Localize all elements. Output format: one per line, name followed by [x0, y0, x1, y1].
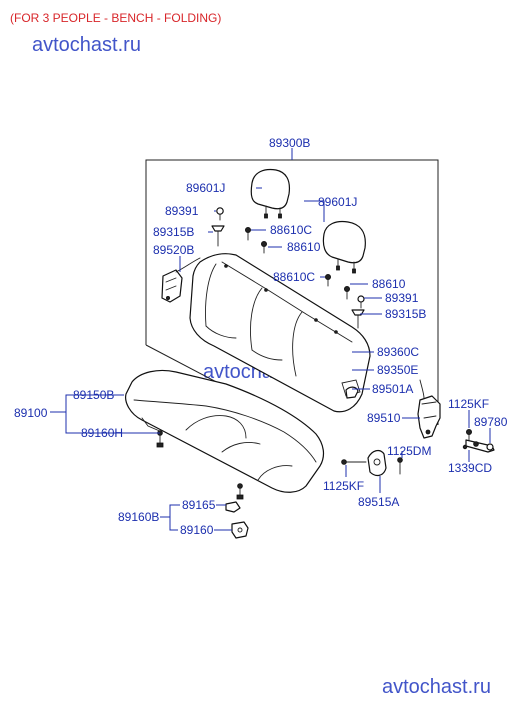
label-1125DM: 1125DM: [387, 444, 431, 458]
label-89391-left: 89391: [165, 204, 199, 218]
label-89315B-left: 89315B: [153, 225, 194, 239]
guide-89391-left: [216, 207, 224, 221]
label-89315B-right: 89315B: [385, 307, 426, 321]
seatback-bezel-89501A: [345, 386, 359, 399]
label-89391-right: 89391: [385, 291, 419, 305]
header-note: (FOR 3 PEOPLE - BENCH - FOLDING): [10, 11, 221, 25]
label-89520B: 89520B: [153, 243, 194, 257]
leader-89160-branch: [169, 517, 178, 531]
lock-89520B: [161, 257, 201, 303]
bolt-88610C-right: [324, 273, 331, 287]
label-89601J-right: 89601J: [318, 195, 357, 209]
label-89601J-left: 89601J: [186, 181, 225, 195]
hinge-89510: [417, 379, 441, 439]
bolt-88610-right: [343, 285, 350, 300]
seatback-frame-diagonal: [145, 344, 227, 388]
label-89100: 89100: [14, 406, 48, 420]
label-1125KF-right: 1125KF: [448, 397, 489, 411]
label-88610C-right: 88610C: [273, 270, 315, 284]
label-89350E: 89350E: [377, 363, 418, 377]
seat-cushion: [125, 369, 325, 500]
seatback-ring-89350E: [341, 379, 361, 397]
label-89501A: 89501A: [372, 382, 413, 396]
leader-89601J-right: [304, 200, 325, 222]
headrest-right: [322, 220, 366, 274]
label-88610C-left: 88610C: [270, 223, 312, 237]
leader-89160H: [65, 412, 160, 434]
label-89150B: 89150B: [73, 388, 114, 402]
bracket-89780: [462, 428, 495, 453]
label-88610-left: 88610: [287, 240, 321, 254]
lever-89515A: [341, 449, 403, 477]
clip-89165: [225, 501, 241, 513]
leader-89150B: [65, 394, 124, 412]
headrest-left: [250, 168, 291, 219]
label-89780: 89780: [474, 415, 508, 429]
label-89300B: 89300B: [269, 136, 310, 150]
label-89515A: 89515A: [358, 495, 399, 509]
label-89360C: 89360C: [377, 345, 419, 359]
guide-89315B-left: [211, 225, 225, 247]
bolt-88610-left: [260, 240, 267, 254]
seatback-cushion: [189, 253, 371, 413]
label-89165: 89165: [182, 498, 216, 512]
watermark-bottom: avtochast.ru: [382, 676, 491, 698]
leader-89165-branch: [169, 504, 180, 517]
watermark-top: avtochast.ru: [32, 34, 141, 56]
guide-89391-right: [357, 295, 365, 309]
label-1339CD: 1339CD: [448, 461, 492, 475]
label-1125KF-mid: 1125KF: [323, 479, 364, 493]
label-89510: 89510: [367, 411, 401, 425]
label-89160: 89160: [180, 523, 214, 537]
guide-89315B-right: [351, 309, 365, 329]
bolt-88610C-left: [244, 226, 251, 241]
label-89160B: 89160B: [118, 510, 159, 524]
label-88610-right: 88610: [372, 277, 406, 291]
clip-89160: [231, 521, 249, 539]
label-89160H: 89160H: [81, 426, 123, 440]
